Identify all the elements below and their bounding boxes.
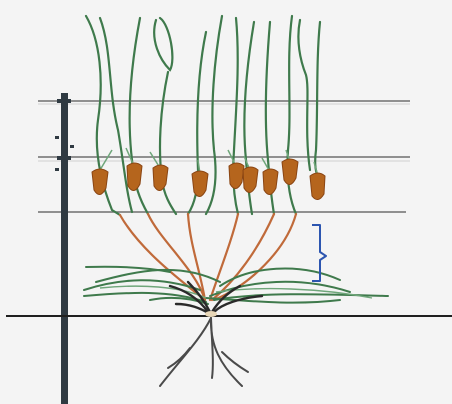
shoot-6 (206, 16, 222, 214)
low-shoots (84, 267, 388, 304)
grape-cluster (192, 171, 208, 197)
grape-cluster (153, 165, 168, 191)
canes (120, 214, 296, 300)
grape-cluster (243, 167, 258, 193)
post-staple (55, 136, 59, 139)
post-clip (57, 156, 71, 160)
post (61, 93, 68, 404)
trellis-wires (38, 101, 410, 212)
cane (212, 214, 274, 300)
shoot-11 (298, 20, 310, 170)
shoot-12 (315, 22, 320, 178)
grape-cluster (263, 169, 278, 195)
grape-cluster (282, 159, 298, 185)
grape-cluster (127, 163, 142, 191)
root-collar (205, 311, 217, 317)
grape-cluster (229, 163, 244, 189)
post-staple (70, 145, 74, 148)
post-clip (57, 99, 71, 103)
post-staple (55, 168, 59, 171)
roots (160, 318, 248, 386)
height-bracket (312, 225, 326, 281)
cane (210, 214, 238, 300)
grape-cluster (310, 173, 325, 200)
trellis-post (55, 93, 74, 404)
